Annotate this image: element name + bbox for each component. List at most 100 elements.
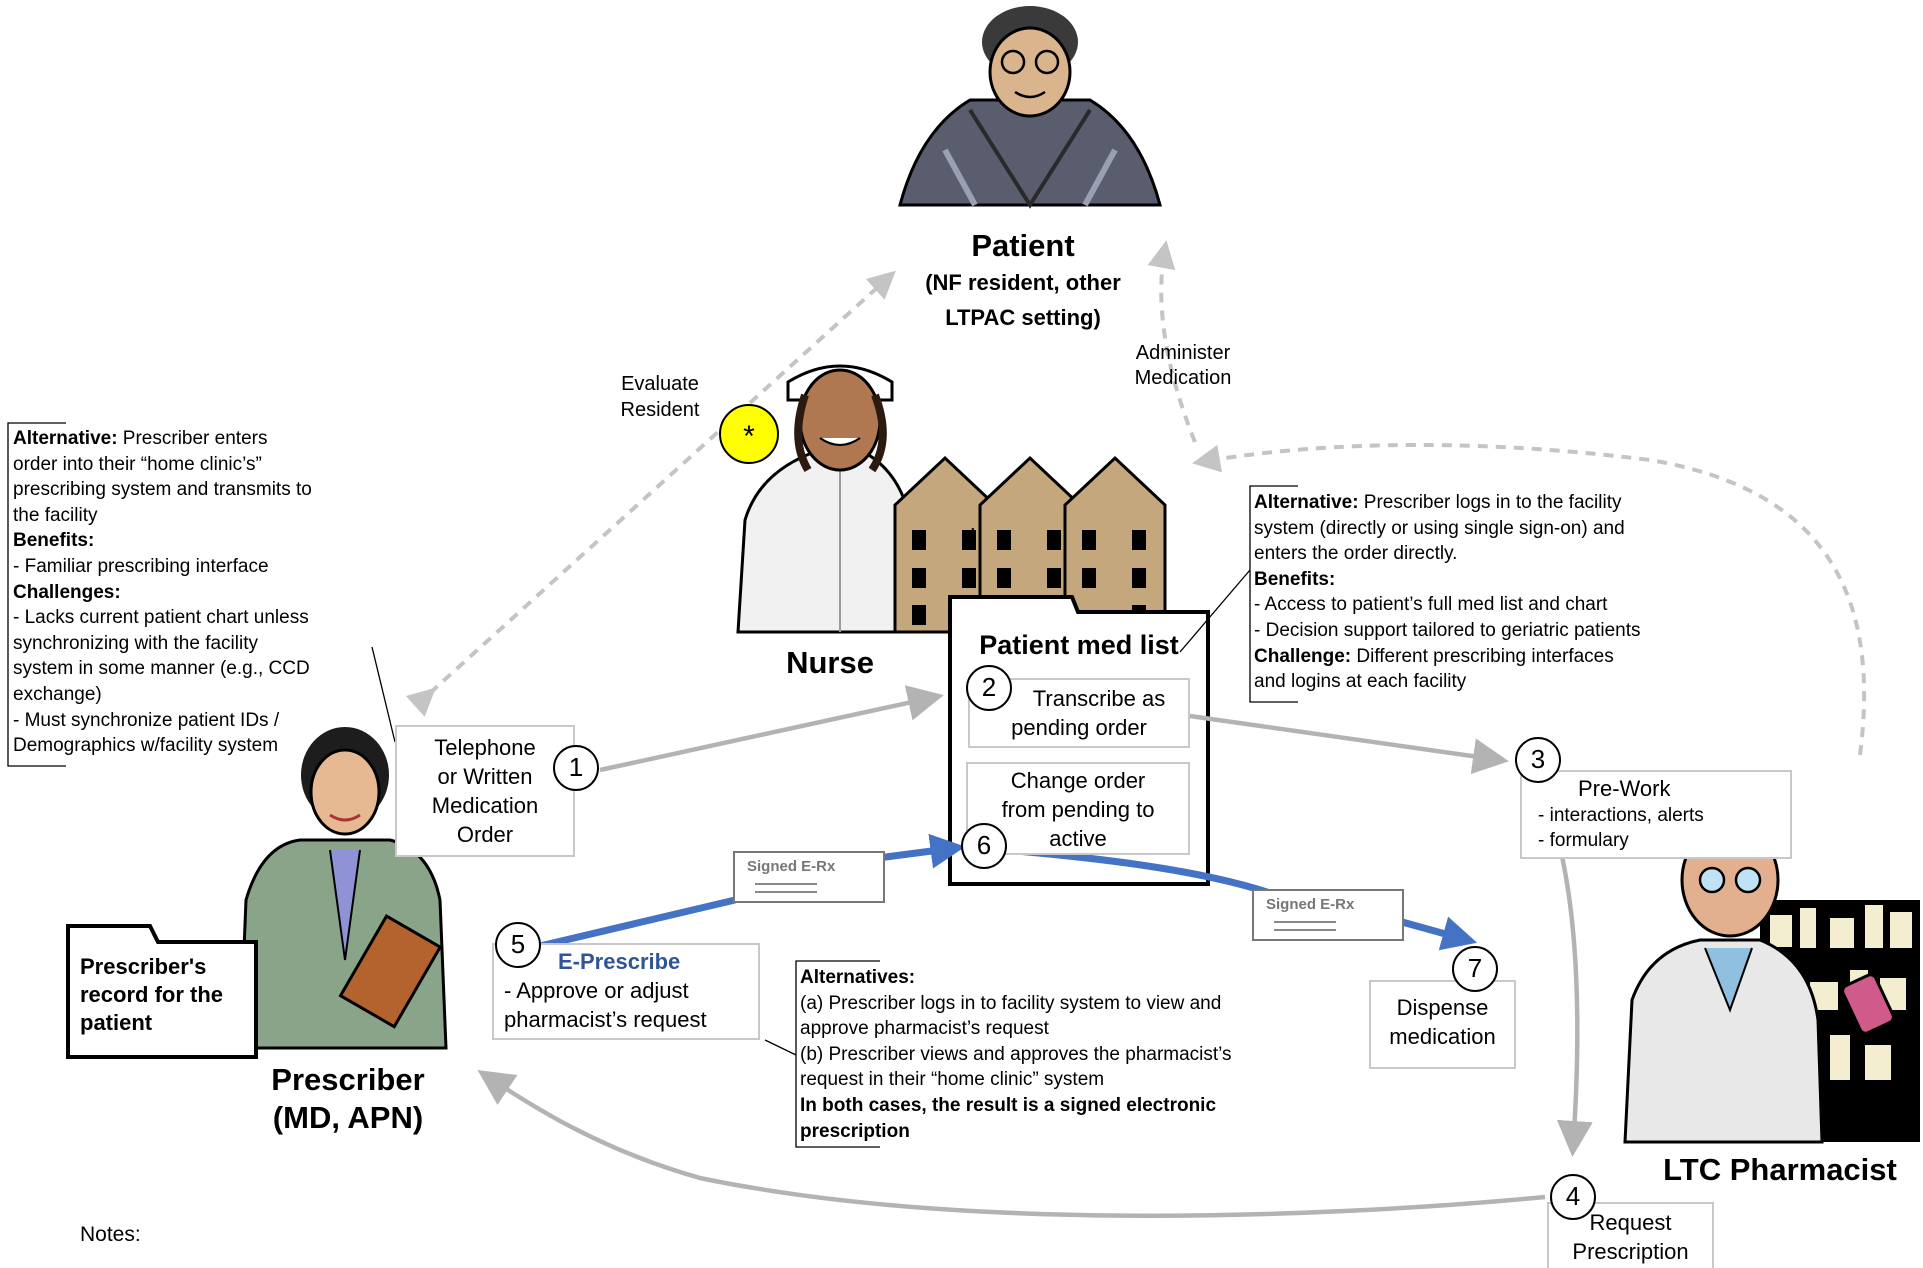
note-bottom-line: In both cases, the result is a signed el… [800, 1094, 1217, 1116]
step6-line1: Change order [1010, 768, 1146, 793]
dashed-arrows [405, 240, 1867, 756]
note-bottom-line: Alternatives: [800, 967, 916, 988]
note-right-line: - Access to patient’s full med list and … [1254, 594, 1608, 616]
note-left-line: Alternative: Prescriber enters [13, 428, 268, 449]
step1-line2: or Written [437, 764, 533, 789]
note-bottom-line: (b) Prescriber views and approves the ph… [800, 1043, 1232, 1065]
patient-subtitle-line2: LTPAC setting) [945, 305, 1101, 330]
arrow-6-to-7-head [1394, 916, 1478, 951]
building-mark: d [963, 524, 975, 549]
step3-box: Pre-Work - interactions, alerts - formul… [1520, 770, 1792, 859]
signed-erx-card-2: Signed E-Rx [1252, 889, 1404, 941]
record-folder-icon [66, 924, 258, 1059]
arrow-1-to-2 [599, 685, 944, 773]
step7-line1: Dispense [1396, 995, 1489, 1020]
step3-item2: - formulary [1538, 830, 1629, 851]
med-list-title: Patient med list [979, 630, 1179, 660]
step5-number: 5 [495, 922, 541, 968]
patient-subtitle-line1: (NF resident, other [925, 270, 1121, 295]
step7-line2: medication [1389, 1024, 1496, 1049]
note-bottom-line: prescription [800, 1120, 910, 1142]
prescriber-label-line2: (MD, APN) [272, 1100, 424, 1135]
note-right-line: Alternative: Prescriber logs in to the f… [1254, 492, 1622, 513]
arrow-5-to-6 [539, 896, 736, 950]
note-bottom-line: approve pharmacist’s request [800, 1018, 1049, 1040]
pharmacist-label: LTC Pharmacist [1663, 1152, 1897, 1187]
note-brackets [7, 422, 1298, 1148]
note-right-line: Benefits: [1254, 568, 1336, 590]
step7-number: 7 [1452, 946, 1498, 992]
star-marker: * [719, 404, 779, 464]
administer-label-line2: Medication [1134, 367, 1232, 389]
note-left-line: system in some manner (e.g., CCD [13, 658, 310, 680]
arrow-administer-to-patient [1147, 240, 1197, 443]
note-right-line: system (directly or using single sign-on… [1254, 517, 1625, 539]
note-left-line: the facility [13, 504, 98, 526]
step3-item1: - interactions, alerts [1538, 805, 1704, 826]
step1-number: 1 [553, 745, 599, 791]
note-right-line: enters the order directly. [1254, 543, 1458, 565]
pharmacist-portrait-icon [1623, 822, 1920, 1144]
step5-title: E-Prescribe [558, 949, 681, 974]
step1-box: Telephone or Written Medication Order [395, 725, 575, 857]
signed-erx-label-2: Signed E-Rx [1266, 896, 1355, 913]
arrow-5-to-6-head [877, 833, 966, 869]
nurse-label: Nurse [786, 645, 874, 680]
step6-number: 6 [961, 823, 1007, 869]
evaluate-label-line2: Resident [620, 399, 700, 421]
step7-box: Dispense medication [1369, 980, 1516, 1069]
note-right-line: and logins at each facility [1254, 671, 1467, 693]
administer-label-line1: Administer [1135, 342, 1231, 364]
note-left-line: Challenges: [13, 581, 121, 603]
step3-title: Pre-Work [1578, 776, 1671, 801]
step3-number: 3 [1515, 737, 1561, 783]
note-right: Alternative: Prescriber logs in to the f… [1254, 490, 1714, 695]
step2-line2: pending order [1011, 715, 1147, 740]
step2-line1: Transcribe as [1032, 686, 1166, 711]
signed-erx-label-1: Signed E-Rx [747, 858, 836, 875]
step5-line2: pharmacist’s request [504, 1007, 707, 1032]
note-left-line: synchronizing with the facility [13, 632, 258, 654]
step2-number: 2 [966, 665, 1012, 711]
note-left: Alternative: Prescriber enters order int… [13, 426, 383, 759]
step6-line2: from pending to [1001, 797, 1155, 822]
note-left-line: prescribing system and transmits to [13, 479, 312, 501]
step1-line3: Medication [431, 793, 539, 818]
note-left-line: - Familiar prescribing interface [13, 555, 269, 577]
step1-line4: Order [456, 822, 514, 847]
note-right-line: Challenge: Different prescribing interfa… [1254, 645, 1614, 667]
evaluate-label-line1: Evaluate [621, 373, 699, 395]
step4-line1: Request [1589, 1210, 1672, 1235]
note-left-line: Benefits: [13, 530, 95, 552]
note-left-line: Demographics w/facility system [13, 735, 279, 757]
arrow-evaluate-resident [405, 270, 896, 717]
arrow-2-to-3 [1189, 713, 1509, 775]
signed-erx-card-1: Signed E-Rx [733, 851, 885, 903]
note-bottom: Alternatives: (a) Prescriber logs in to … [800, 965, 1320, 1144]
notes-label: Notes: [80, 1223, 141, 1246]
step5-box: E-Prescribe - Approve or adjust pharmaci… [492, 943, 760, 1040]
note-left-line: - Must synchronize patient IDs / [13, 709, 280, 731]
note-left-line: order into their “home clinic’s” [13, 453, 262, 475]
step4-number: 4 [1550, 1174, 1596, 1220]
patient-title: Patient [971, 228, 1075, 263]
step5-line1: - Approve or adjust [504, 978, 689, 1003]
patient-portrait-icon [898, 6, 1162, 209]
step6-line3: active [1049, 826, 1107, 851]
step4-line2: Prescription [1572, 1239, 1689, 1264]
step1-line1: Telephone [434, 735, 536, 760]
note-bottom-line: request in their “home clinic” system [800, 1069, 1105, 1091]
note-bottom-line: (a) Prescriber logs in to facility syste… [800, 992, 1222, 1014]
svg-text:*: * [743, 420, 755, 453]
arrow-4-to-prescriber [477, 1070, 1546, 1218]
record-folder-line2: record for the [80, 982, 224, 1007]
prescriber-label-line1: Prescriber [271, 1062, 425, 1097]
arrow-administer-medication [1192, 442, 1867, 756]
note-left-line: - Lacks current patient chart unless [13, 607, 309, 629]
note-left-line: exchange) [13, 683, 102, 705]
record-folder-line3: patient [80, 1010, 153, 1035]
nurse-portrait-icon [736, 364, 914, 634]
note-right-line: - Decision support tailored to geriatric… [1254, 619, 1641, 641]
record-folder-line1: Prescriber's [80, 954, 207, 979]
record-folder-text: Prescriber's record for the patient [80, 953, 255, 1037]
